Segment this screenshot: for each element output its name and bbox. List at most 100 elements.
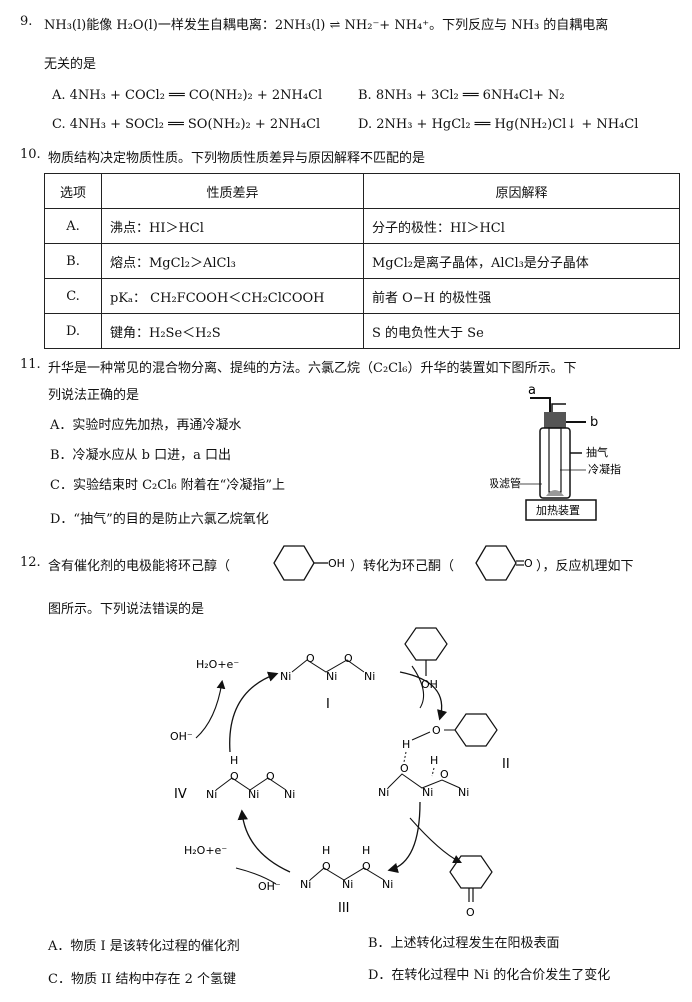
svg-text:H: H [322, 844, 330, 857]
q9-option-c: C. 4NH₃ + SOCl₂ ══ SO(NH₂)₂ + 2NH₄Cl [52, 117, 321, 132]
label-I: I [326, 697, 330, 712]
table-row: B. 熔点：MgCl₂＞AlCl₃ MgCl₂是离子晶体，AlCl₃是分子晶体 [44, 243, 680, 279]
svg-text:H: H [362, 844, 370, 857]
q12-number: 12. [20, 555, 41, 570]
q11-option-a: A．实验时应先加热，再通冷凝水 [50, 418, 242, 433]
q12-option-b: B．上述转化过程发生在阳极表面 [368, 936, 560, 951]
q9-number: 9. [20, 14, 33, 29]
arrow-I-to-II [399, 671, 448, 721]
species-IV: H O O Ni Ni Ni IV [174, 754, 295, 802]
svg-text:O: O [440, 768, 449, 781]
sample [546, 490, 564, 496]
stopper [544, 412, 566, 428]
cell-property: 沸点：HI＞HCl [101, 208, 364, 244]
q12-stem-part2: ）转化为环己酮（ [350, 559, 455, 574]
label-b: b [590, 415, 598, 430]
species-I: Ni O Ni O Ni I [280, 652, 375, 712]
cyclohexanone-structure: O [475, 545, 533, 581]
q12-stem-part1: 含有催化剂的电极能将环己醇（ [48, 559, 231, 574]
mechanism-diagram: Ni O Ni O Ni I OH O H H Ni O Ni O Ni II … [170, 627, 510, 919]
q11-number: 11. [20, 357, 41, 372]
o-label: O [524, 557, 533, 570]
q9-option-a: A. 4NH₃ + COCl₂ ══ CO(NH₂)₂ + 2NH₄Cl [52, 88, 323, 103]
q12-option-a: A．物质 I 是该转化过程的催化剂 [48, 939, 240, 954]
q11-option-d: D．“抽气”的目的是防止六氯乙烷氧化 [50, 512, 269, 527]
svg-text:O: O [306, 652, 315, 665]
species-II: O H H Ni O Ni O Ni II [378, 713, 510, 799]
svg-text:Ni: Ni [206, 788, 217, 801]
oh-minus-bottom: OH⁻ [258, 880, 281, 893]
q11-stem-line1: 升华是一种常见的混合物分离、提纯的方法。六氯乙烷（C₂Cl₆）升华的装置如下图所… [48, 361, 577, 376]
arrow-IV-to-I [229, 671, 279, 753]
svg-text:Ni: Ni [300, 878, 311, 891]
svg-text:Ni: Ni [382, 878, 393, 891]
svg-text:O: O [362, 860, 371, 873]
svg-text:O: O [230, 770, 239, 783]
svg-text:Ni: Ni [422, 786, 433, 799]
svg-text:O: O [466, 906, 475, 919]
q11-option-c: C．实验结束时 C₂Cl₆ 附着在“冷凝指”上 [50, 478, 285, 493]
svg-text:Ni: Ni [458, 786, 469, 799]
arrow-II-to-III [387, 801, 421, 874]
label-III: III [338, 901, 350, 916]
cell-property: 键角：H₂Se＜H₂S [101, 313, 364, 349]
arrow-ketone-out [409, 817, 462, 863]
svg-text:Ni: Ni [342, 878, 353, 891]
label-tube: 吸滤管 [490, 476, 521, 490]
cold-finger [548, 427, 562, 493]
svg-text:H: H [230, 754, 238, 767]
svg-text:H: H [402, 738, 410, 751]
cell-option: B. [44, 243, 102, 279]
svg-text:Ni: Ni [284, 788, 295, 801]
svg-text:O: O [266, 770, 275, 783]
arrow-III-to-IV [237, 809, 291, 873]
label-heater: 加热装置 [536, 504, 580, 517]
q9-option-b: B. 8NH₃ + 3Cl₂ ══ 6NH₄Cl+ N₂ [358, 88, 565, 103]
q11-option-b: B．冷凝水应从 b 口进，a 口出 [50, 448, 232, 463]
q10-table: 选项 性质差异 原因解释 A. 沸点：HI＞HCl 分子的极性：HI＞HCl B… [44, 173, 680, 349]
svg-text:Ni: Ni [280, 670, 291, 683]
table-row: A. 沸点：HI＞HCl 分子的极性：HI＞HCl [44, 208, 680, 244]
label-pump: 抽气 [586, 445, 608, 459]
cell-reason: 分子的极性：HI＞HCl [363, 208, 680, 244]
col-header-property: 性质差异 [101, 173, 364, 209]
q12-stem-part3: ），反应机理如下 [536, 559, 634, 574]
svg-text:Ni: Ni [326, 670, 337, 683]
q11-stem-line2: 列说法正确的是 [48, 388, 140, 403]
svg-text:O: O [400, 762, 409, 775]
label-finger: 冷凝指 [588, 462, 621, 476]
q10-stem: 物质结构决定物质性质。下列物质性质差异与原因解释不匹配的是 [48, 151, 426, 166]
cell-property: pKₐ： CH₂FCOOH＜CH₂ClCOOH [101, 278, 364, 314]
q10-number: 10. [20, 147, 41, 162]
svg-text:O: O [322, 860, 331, 873]
q12-option-c: C．物质 II 结构中存在 2 个氢键 [48, 972, 237, 987]
svg-text:O: O [432, 724, 441, 737]
q9-stem-line2: 无关的是 [44, 57, 97, 72]
oh-minus-left: OH⁻ [170, 730, 193, 743]
inlet-tube-a [530, 397, 551, 418]
suction-tube [539, 427, 571, 499]
oh-label: OH [328, 557, 345, 570]
table-header-row: 选项 性质差异 原因解释 [44, 173, 680, 209]
arrow-hydroxide-bottom [235, 867, 277, 885]
col-header-reason: 原因解释 [363, 173, 680, 209]
svg-text:O: O [344, 652, 353, 665]
q9-option-d: D. 2NH₃ + HgCl₂ ══ Hg(NH₂)Cl↓ + NH₄Cl [358, 117, 639, 132]
cell-reason: MgCl₂是离子晶体，AlCl₃是分子晶体 [363, 243, 680, 279]
svg-text:H: H [430, 754, 438, 767]
svg-text:Ni: Ni [364, 670, 375, 683]
q9-stem-line1: NH₃(l)能像 H₂O(l)一样发生自耦电离：2NH₃(l) ⇌ NH₂⁻+ … [44, 18, 609, 33]
heater [525, 499, 597, 521]
cell-reason: S 的电负性大于 Se [363, 313, 680, 349]
species-III: H H O O Ni Ni Ni III [300, 844, 393, 916]
label-IV: IV [174, 787, 187, 802]
cell-option: D. [44, 313, 102, 349]
table-row: D. 键角：H₂Se＜H₂S S 的电负性大于 Se [44, 313, 680, 349]
table-row: C. pKₐ： CH₂FCOOH＜CH₂ClCOOH 前者 O−H 的极性强 [44, 278, 680, 314]
arrow-water-top [195, 679, 226, 739]
q12-stem-line2: 图所示。下列说法错误的是 [48, 602, 205, 617]
label-II: II [502, 757, 510, 772]
col-header-option: 选项 [44, 173, 102, 209]
q12-option-d: D．在转化过程中 Ni 的化合价发生了变化 [368, 968, 611, 983]
svg-text:Ni: Ni [378, 786, 389, 799]
